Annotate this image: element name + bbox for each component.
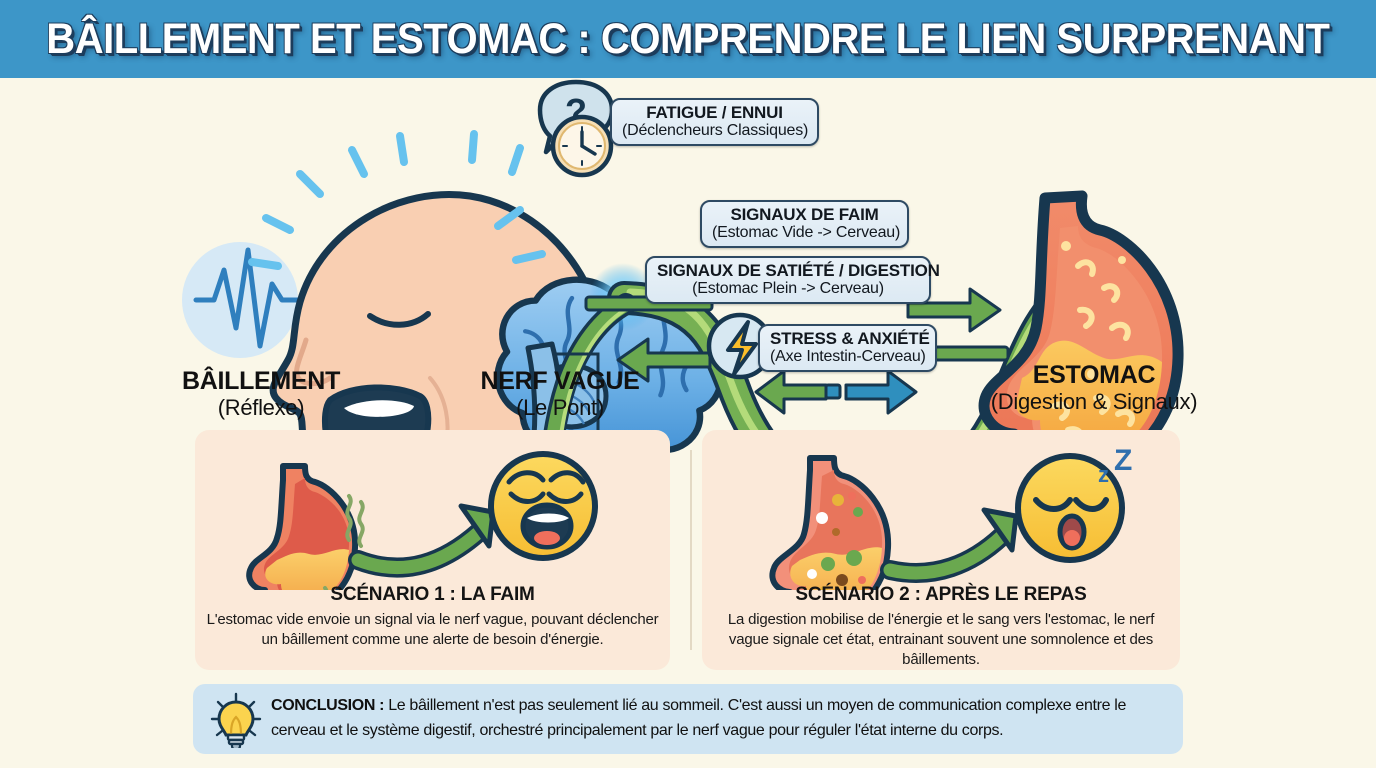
stress-bidirectional-arrow	[754, 369, 918, 415]
scenario-2-body-line2: signale cet état, entrainant souvent une…	[772, 631, 1154, 668]
chip-satiety-subtitle: (Estomac Plein -> Cerveau)	[692, 280, 884, 297]
conclusion-text: CONCLUSION : Le bâillement n'est pas seu…	[271, 693, 1169, 743]
scenario-divider	[690, 450, 692, 650]
baillement-subtitle: (Réflexe)	[217, 395, 305, 420]
conclusion-box: CONCLUSION : Le bâillement n'est pas seu…	[193, 684, 1183, 754]
node-label-baillement: BÂILLEMENT (Réflexe)	[134, 367, 388, 421]
scenario-2-panel: z Z SCÉNARIO 2 : APRÈS LE REPAS La diges…	[702, 430, 1180, 670]
page-title: BÂILLEMENT ET ESTOMAC : COMPRENDRE LE LI…	[46, 14, 1330, 63]
scenario-1-title: SCÉNARIO 1 : LA FAIM	[330, 584, 535, 605]
question-speech-bubble-and-clock-icon: ?	[537, 79, 615, 178]
scenario-2-body-line1: La digestion mobilise de l'énergie et le…	[727, 611, 1155, 648]
diagram-canvas: ? FATIGUE / ENNUI (Déclench	[0, 78, 1376, 768]
food-particles-icon	[807, 492, 866, 590]
sleepy-face-icon	[1015, 453, 1125, 563]
rumble-lines-icon	[323, 494, 365, 590]
chip-hunger-title: SIGNAUX DE FAIM	[730, 205, 879, 224]
svg-text:z: z	[1098, 462, 1109, 487]
chip-fatigue-title: FATIGUE / ENNUI	[646, 103, 783, 122]
nerf-vague-subtitle: (Le Pont)	[516, 395, 604, 420]
scenario-2-artwork: z Z	[769, 444, 1132, 590]
scenario-1-panel: SCÉNARIO 1 : LA FAIM L'estomac vide envo…	[195, 430, 670, 670]
scenario-2-title: SCÉNARIO 2 : APRÈS LE REPAS	[795, 584, 1087, 605]
zzz-icon: z Z	[1098, 444, 1132, 487]
estomac-subtitle: (Digestion & Signaux)	[990, 389, 1198, 414]
scenario-2-body: La digestion mobilise de l'énergie et le…	[708, 610, 1174, 670]
baillement-title: BÂILLEMENT	[181, 367, 341, 395]
curved-green-arrow-icon	[880, 507, 1019, 583]
yawning-face-icon	[488, 451, 598, 561]
scenario-1-artwork	[246, 451, 598, 590]
nerf-vague-leader-line	[556, 352, 600, 438]
full-stomach-icon	[769, 455, 892, 590]
chip-stress[interactable]: STRESS & ANXIÉTÉ (Axe Intestin-Cerveau)	[758, 324, 937, 372]
chip-satiety-title: SIGNAUX DE SATIÉTÉ / DIGESTION	[657, 261, 940, 280]
scenario-1-body: L'estomac vide envoie un signal via le n…	[201, 610, 664, 650]
scenario-1-body-line1: L'estomac vide envoie un signal via le n…	[206, 611, 659, 628]
conclusion-body: Le bâillement n'est pas seulement lié au…	[271, 697, 1126, 739]
yawn-soundwave-icon	[182, 242, 307, 358]
chip-fatigue[interactable]: FATIGUE / ENNUI (Déclencheurs Classiques…	[610, 98, 819, 146]
node-label-estomac: ESTOMAC (Digestion & Signaux)	[968, 361, 1220, 415]
satiety-signal-arrow	[616, 337, 1010, 383]
scenario-1-body-line2: un bâillement comme une alerte de besoin…	[261, 631, 604, 648]
chip-fatigue-subtitle: (Déclencheurs Classiques)	[622, 122, 809, 139]
header-banner: BÂILLEMENT ET ESTOMAC : COMPRENDRE LE LI…	[0, 0, 1376, 78]
estomac-title: ESTOMAC	[1032, 361, 1156, 389]
stomach-content-squiggles	[1051, 241, 1136, 445]
chip-hunger-signals[interactable]: SIGNAUX DE FAIM (Estomac Vide -> Cerveau…	[700, 200, 909, 248]
conclusion-label: CONCLUSION :	[271, 697, 385, 714]
chip-satiety-signals[interactable]: SIGNAUX DE SATIÉTÉ / DIGESTION (Estomac …	[645, 256, 940, 304]
head-sparkle-lines-icon	[248, 130, 546, 270]
curved-green-arrow-icon	[348, 503, 496, 578]
chip-hunger-subtitle: (Estomac Vide -> Cerveau)	[712, 224, 901, 241]
node-label-nerf-vague: NERF VAGUE (Le Pont)	[438, 367, 682, 421]
lightbulb-icon	[210, 692, 262, 748]
chip-stress-subtitle: (Axe Intestin-Cerveau)	[770, 348, 926, 365]
svg-text:Z: Z	[1114, 444, 1132, 477]
empty-stomach-icon	[246, 463, 359, 590]
lightning-bolt-icon	[706, 312, 774, 380]
chip-stress-title: STRESS & ANXIÉTÉ	[770, 329, 930, 348]
nerf-vague-title: NERF VAGUE	[480, 367, 640, 395]
